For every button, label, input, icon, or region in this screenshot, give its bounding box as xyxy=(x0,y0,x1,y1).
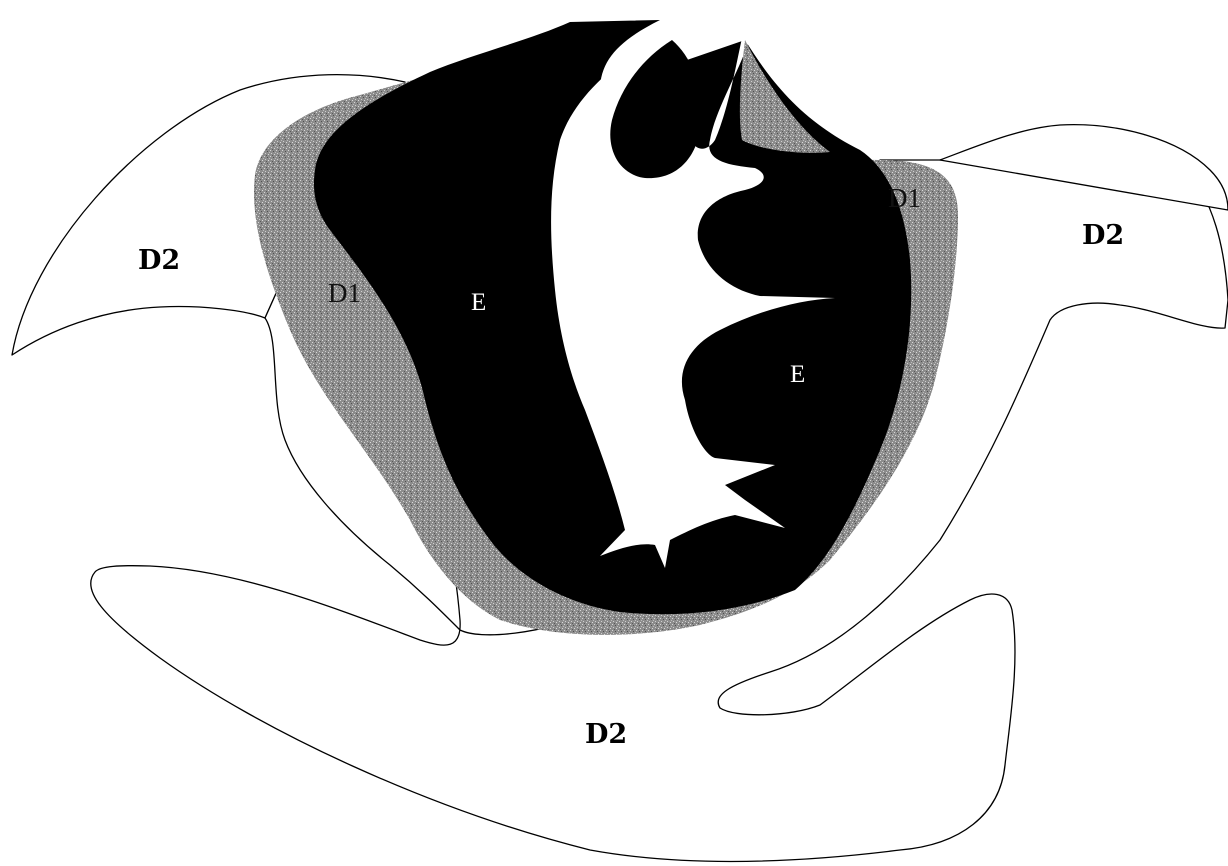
label-d1-left: D1 xyxy=(328,278,361,308)
label-d2-left: D2 xyxy=(138,245,180,276)
label-d2-right: D2 xyxy=(1082,220,1124,251)
label-e-left: E xyxy=(471,289,486,316)
label-e-right: E xyxy=(790,361,805,388)
label-d2-bottom: D2 xyxy=(585,719,627,750)
label-d1-right: D1 xyxy=(888,183,921,213)
